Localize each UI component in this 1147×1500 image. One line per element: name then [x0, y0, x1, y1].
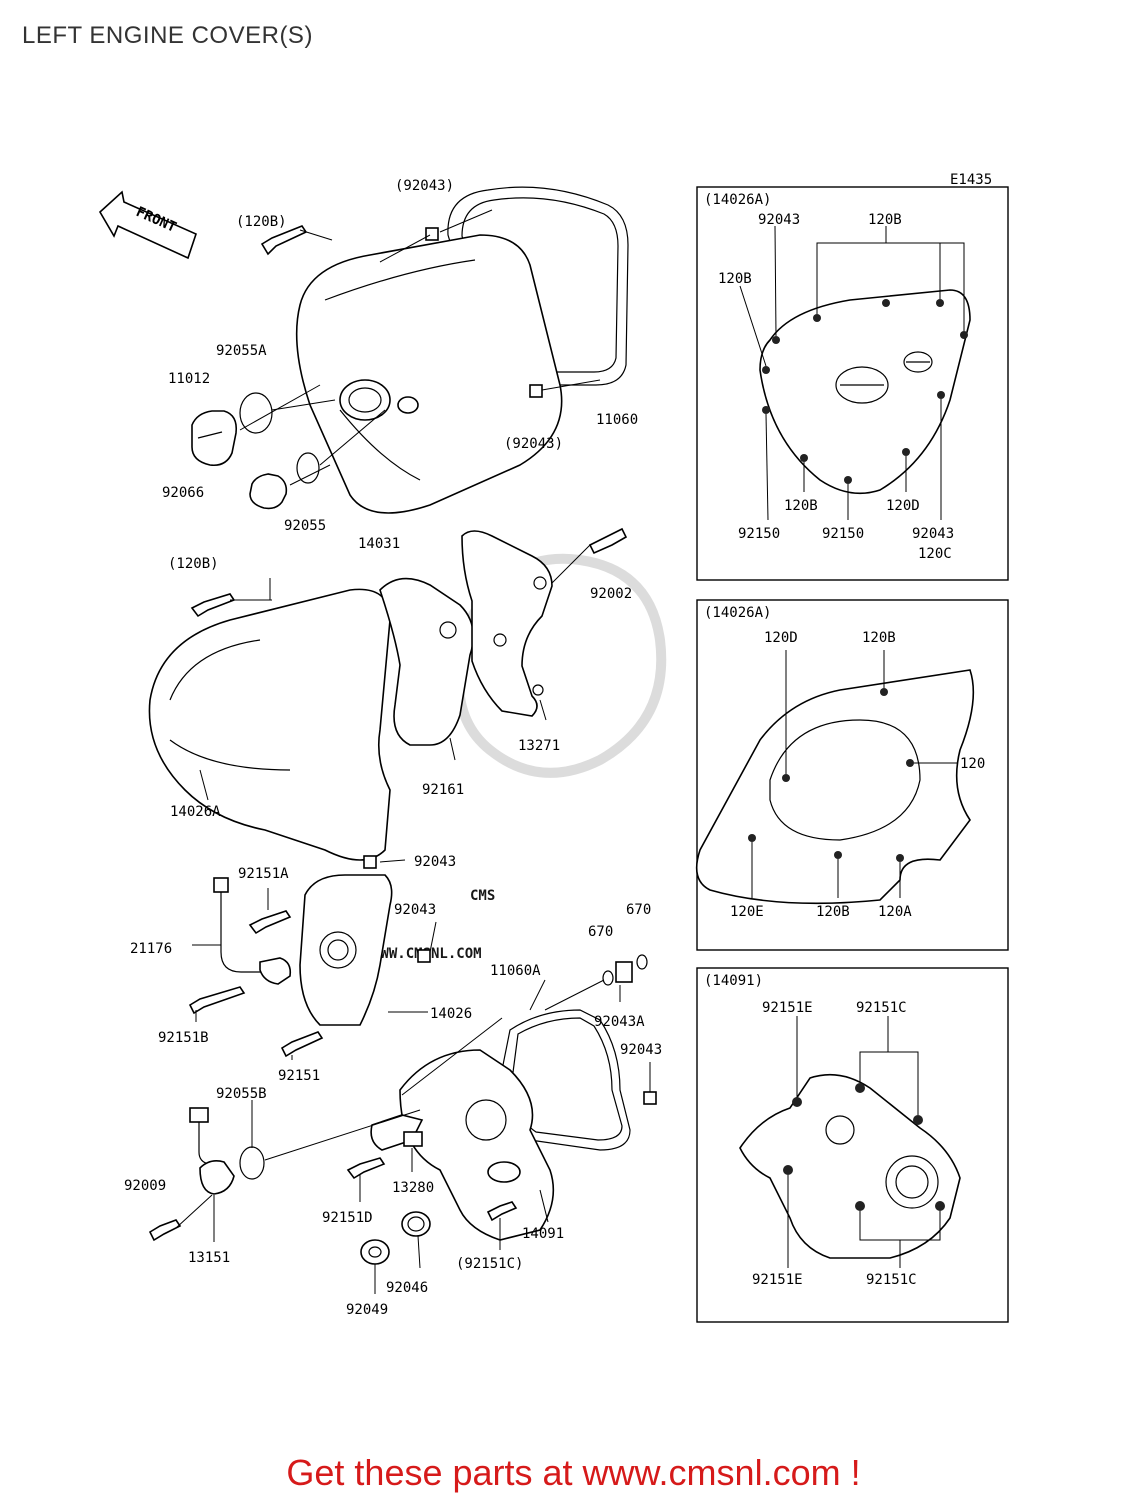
callout-13151: 13151: [188, 1250, 230, 1266]
inset-bottom: (14091) 92151E 92151C 92151E 92151C: [696, 967, 1009, 1323]
diagram-code: E1435: [950, 172, 992, 188]
callout-14031: 14031: [358, 536, 400, 552]
callout-92002: 92002: [590, 586, 632, 602]
callout-11060a: 11060A: [490, 963, 541, 979]
callout-92066: 92066: [162, 485, 204, 501]
callout-92055: 92055: [284, 518, 326, 534]
callout-92161: 92161: [422, 782, 464, 798]
inset-bottom-label-92151c: 92151C: [856, 1000, 907, 1016]
callout-13271: 13271: [518, 738, 560, 754]
inset-bottom-header: (14091): [704, 973, 763, 989]
callout-14026a: 14026A: [170, 804, 221, 820]
inset-top-label-92043: 92043: [758, 212, 800, 228]
inset-top-label-120b-b: 120B: [718, 271, 752, 287]
inset-top-label-120c: 120C: [918, 546, 952, 562]
inset-middle-label-120b-b: 120B: [816, 904, 850, 920]
callout-11060: 11060: [596, 412, 638, 428]
inset-middle-label-120d: 120D: [764, 630, 798, 646]
callout-14026: 14026: [430, 1006, 472, 1022]
inset-middle-label-120b: 120B: [862, 630, 896, 646]
generator-cover-group: [148, 855, 657, 1294]
callout-92151d: 92151D: [322, 1210, 373, 1226]
page-title: LEFT ENGINE COVER(S): [22, 22, 313, 49]
callout-92043-b: 92043: [394, 902, 436, 918]
callout-92046: 92046: [386, 1280, 428, 1296]
callout-13280: 13280: [392, 1180, 434, 1196]
callout-21176: 21176: [130, 941, 172, 957]
inset-middle-label-120a: 120A: [878, 904, 912, 920]
inset-middle-header: (14026A): [704, 605, 771, 621]
callout-14091: 14091: [522, 1226, 564, 1242]
callout-670-b: 670: [626, 902, 651, 918]
inset-top-label-120b-a: 120B: [868, 212, 902, 228]
callout-92043a: 92043A: [594, 1014, 645, 1030]
callout-92151: 92151: [278, 1068, 320, 1084]
sprocket-cover-group: [148, 527, 628, 861]
callout-92043-a: 92043: [414, 854, 456, 870]
inset-middle-label-120e: 120E: [730, 904, 764, 920]
callout-120b-top: (120B): [236, 214, 287, 230]
callout-11012: 11012: [168, 371, 210, 387]
inset-top-label-92150-b: 92150: [822, 526, 864, 542]
inset-top-label-92150-a: 92150: [738, 526, 780, 542]
callout-92151b: 92151B: [158, 1030, 209, 1046]
callout-92055a: 92055A: [216, 343, 267, 359]
inset-top-label-92043-b: 92043: [912, 526, 954, 542]
callout-92151a: 92151A: [238, 866, 289, 882]
watermark-logo: CMS: [470, 888, 495, 904]
inset-middle: (14026A) 120D 120B 120 120E 120B 120A: [695, 599, 1009, 951]
callout-120b-mid: (120B): [168, 556, 219, 572]
callout-92043-c: 92043: [620, 1042, 662, 1058]
footer-cta-link[interactable]: Get these parts at www.cmsnl.com !: [286, 1452, 861, 1493]
inset-top-label-120b-c: 120B: [784, 498, 818, 514]
callout-92151c-paren: (92151C): [456, 1256, 523, 1272]
callout-92055b: 92055B: [216, 1086, 267, 1102]
inset-top: (14026A) 92043 120B 120B 92150 120B 9215…: [696, 186, 1009, 581]
inset-bottom-label-92151e: 92151E: [762, 1000, 813, 1016]
inset-middle-label-120: 120: [960, 756, 985, 772]
callout-92043-mid: (92043): [504, 436, 563, 452]
inset-bottom-label-92151e-b: 92151E: [752, 1272, 803, 1288]
callout-92049: 92049: [346, 1302, 388, 1318]
inset-bottom-label-92151c-b: 92151C: [866, 1272, 917, 1288]
callout-670-a: 670: [588, 924, 613, 940]
callout-labels: (92043) (120B) 92055A 11012 92066 92055 …: [124, 178, 662, 1318]
callout-92043-top: (92043): [395, 178, 454, 194]
front-arrow-icon: FRONT: [98, 190, 197, 260]
callout-92009: 92009: [124, 1178, 166, 1194]
inset-top-header: (14026A): [704, 192, 771, 208]
inset-top-label-120d: 120D: [886, 498, 920, 514]
clutch-cover-group: [191, 186, 629, 514]
